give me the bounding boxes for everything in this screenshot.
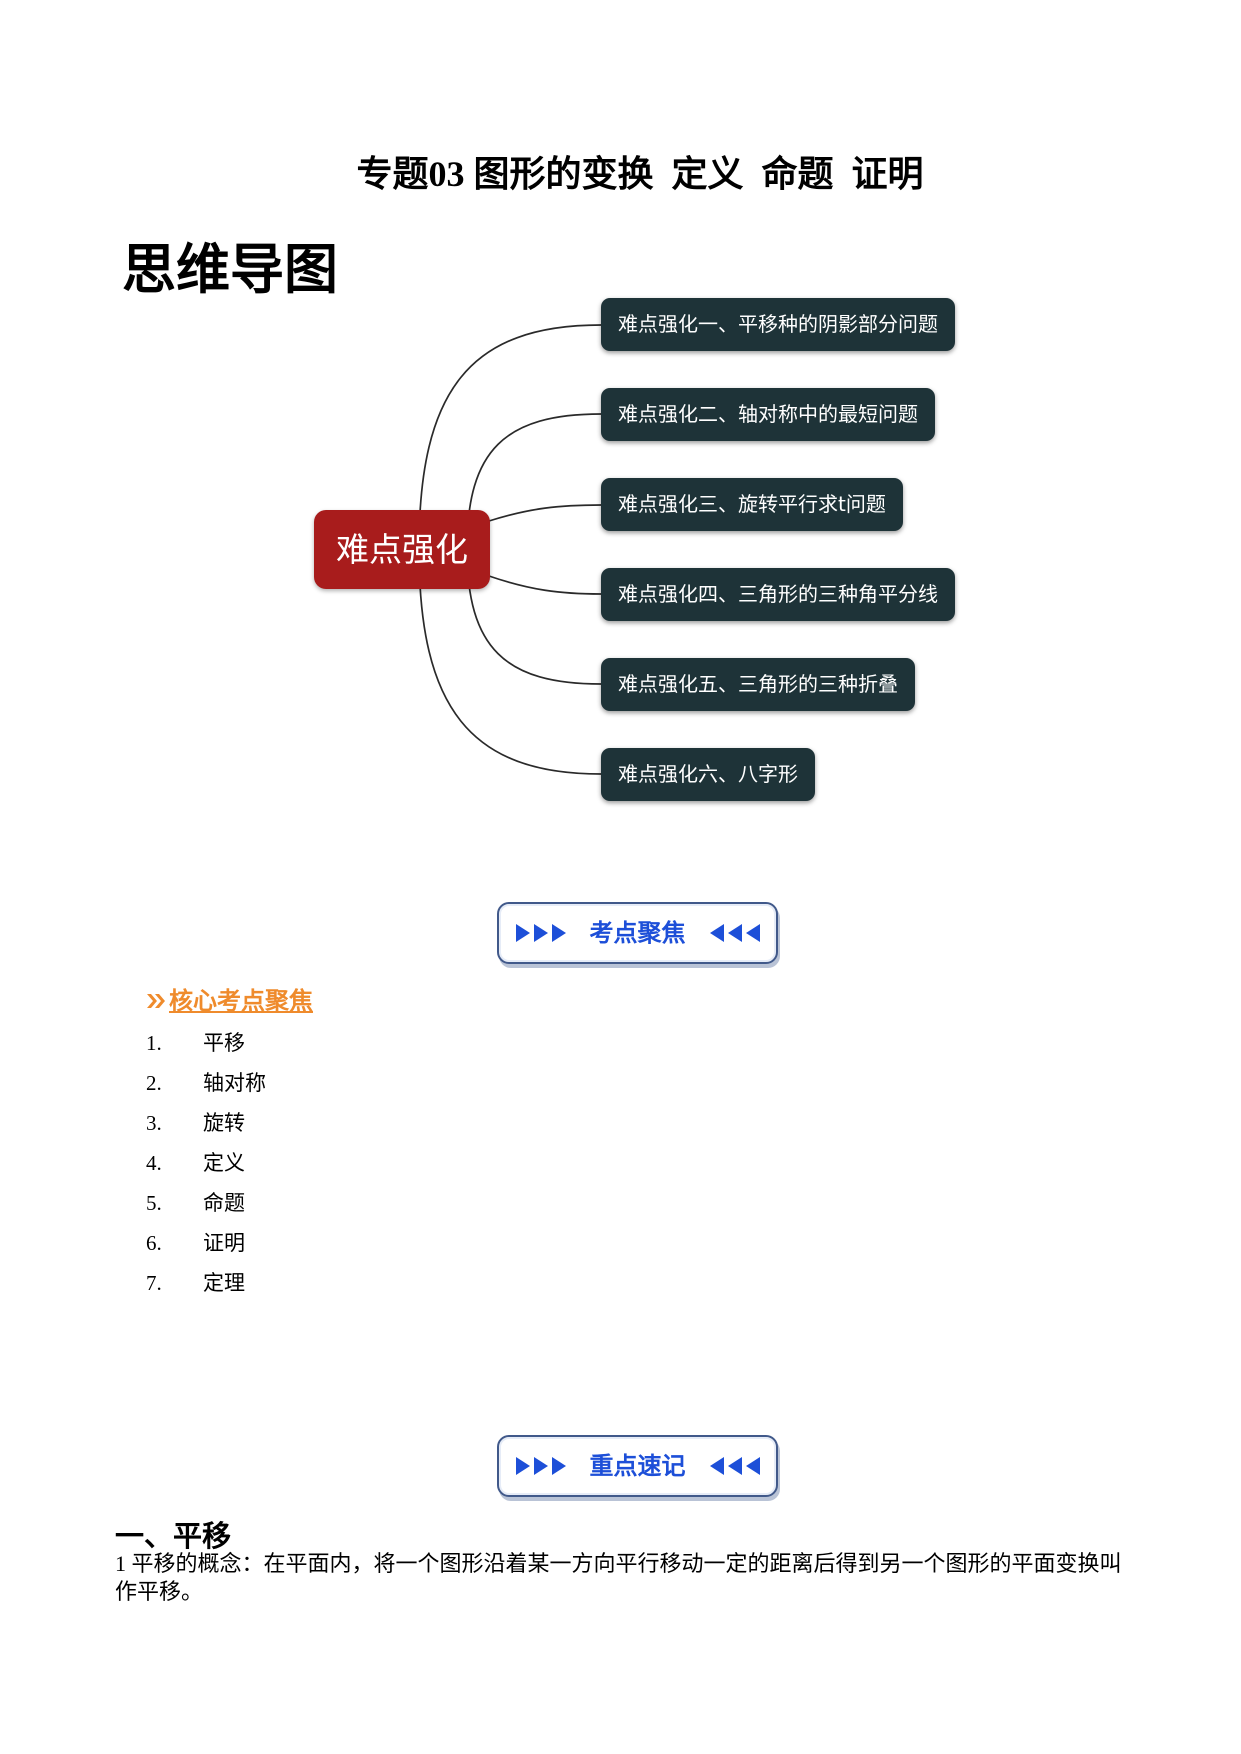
mindmap-branch-1: 难点强化一、平移种的阴影部分问题 xyxy=(601,298,955,351)
list-item-text: 证明 xyxy=(203,1231,245,1255)
document-title: 专题03 图形的变换 定义 命题 证明 xyxy=(356,154,924,194)
list-item-text: 轴对称 xyxy=(203,1071,266,1095)
mindmap-branch-5: 难点强化五、三角形的三种折叠 xyxy=(601,658,915,711)
list-item-number: 4. xyxy=(146,1151,162,1175)
triangles-left-icon xyxy=(709,1457,760,1475)
mindmap-connector xyxy=(488,504,602,522)
list-item-text: 命题 xyxy=(203,1191,245,1215)
triangles-right-icon xyxy=(515,1457,566,1475)
mindmap-center-node: 难点强化 xyxy=(314,510,490,589)
list-item-text: 旋转 xyxy=(203,1111,245,1135)
mindmap-connector xyxy=(488,575,602,595)
list-item: 6. 证明 xyxy=(146,1223,266,1263)
core-points-heading-text: 核心考点聚焦 xyxy=(169,987,313,1015)
list-item-number: 7. xyxy=(146,1271,162,1295)
banner-label: 考点聚焦 xyxy=(589,919,686,947)
section-banner-notes: 重点速记 xyxy=(497,1435,778,1497)
list-item: 2. 轴对称 xyxy=(146,1063,266,1103)
list-item-number: 2. xyxy=(146,1071,162,1095)
list-item-text: 定理 xyxy=(203,1271,245,1295)
list-item: 4. 定义 xyxy=(146,1143,266,1183)
section-heading: 一、平移 xyxy=(115,1519,232,1553)
banner-label: 重点速记 xyxy=(589,1452,686,1480)
list-item-number: 6. xyxy=(146,1231,162,1255)
section-banner-focus: 考点聚焦 xyxy=(497,902,778,964)
list-item-number: 1. xyxy=(146,1031,162,1055)
list-item: 1. 平移 xyxy=(146,1023,266,1063)
section-paragraph: 1 平移的概念：在平面内，将一个图形沿着某一方向平行移动一定的距离后得到另一个图… xyxy=(115,1551,1122,1604)
mindmap-branch-6: 难点强化六、八字形 xyxy=(601,748,815,801)
triangles-right-icon xyxy=(515,924,566,942)
list-item: 5. 命题 xyxy=(146,1183,266,1223)
list-item-number: 5. xyxy=(146,1191,162,1215)
list-item: 3. 旋转 xyxy=(146,1103,266,1143)
list-item: 7. 定理 xyxy=(146,1263,266,1303)
triangles-left-icon xyxy=(709,924,760,942)
list-item-number: 3. xyxy=(146,1111,162,1135)
list-item-text: 定义 xyxy=(203,1151,245,1175)
mindmap-branch-2: 难点强化二、轴对称中的最短问题 xyxy=(601,388,935,441)
mindmap-heading: 思维导图 xyxy=(122,238,338,301)
core-points-list: 1. 平移 2. 轴对称 3. 旋转 4. 定义 5. 命题 6. 证明 7. … xyxy=(146,1023,266,1303)
double-chevron-right-icon xyxy=(147,994,165,1008)
mindmap-branch-3: 难点强化三、旋转平行求t问题 xyxy=(601,478,903,531)
core-points-heading: 核心考点聚焦 xyxy=(146,985,313,1017)
list-item-text: 平移 xyxy=(203,1031,245,1055)
mindmap-branch-4: 难点强化四、三角形的三种角平分线 xyxy=(601,568,955,621)
